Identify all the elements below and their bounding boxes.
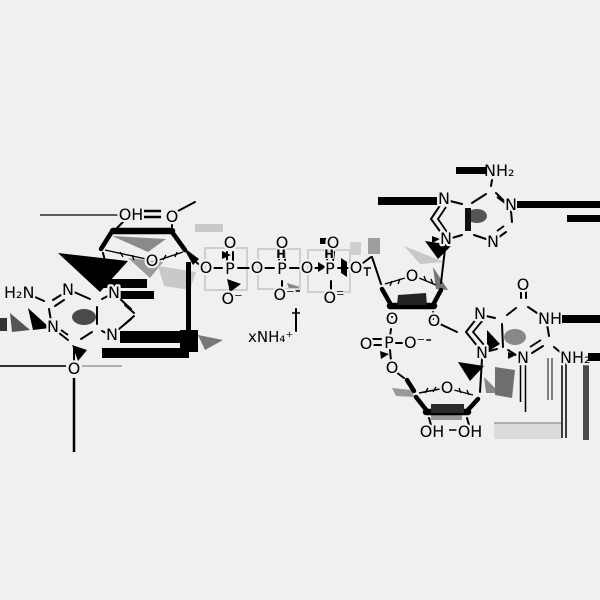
glitch-h-label-p3: H: [324, 247, 334, 261]
atom-label-ade-n9: N: [440, 229, 452, 248]
atom-label-p1-o-minus: O⁻: [221, 289, 242, 308]
atom-label-pd-o-minus: O⁻: [404, 333, 425, 352]
atom-label-gua-nh2: NH₂: [560, 348, 590, 367]
atom-label-p2: P: [277, 259, 287, 278]
atom-label-gua-o6: O: [517, 275, 530, 294]
atom-labels: H₂N N N N N O OH O O O P O O⁻ O P O O⁻ O…: [2, 159, 593, 444]
triphosphate-bonds: [211, 238, 382, 332]
ammonium-counterion-label: xNH₄⁺: [248, 328, 293, 346]
atom-label-guo-ring-o: O: [441, 378, 454, 397]
atom-label-pd-o-bridge: O: [386, 358, 399, 377]
atom-label-h2n: H₂N: [4, 283, 34, 302]
guanine-base-bonds: [464, 290, 561, 356]
atom-label-ado-o2: O: [428, 311, 441, 330]
glitch-artifacts-black: [0, 197, 589, 452]
phosphodiester-bonds: [371, 328, 431, 379]
atom-label-sugl-ring-o: O: [146, 251, 159, 270]
adenosine-ribose-bonds: [379, 248, 458, 333]
atom-label-ade-n7: N: [438, 189, 450, 208]
atom-label-ade-n3: N: [487, 232, 499, 251]
glitch-artifacts-overlay: [456, 167, 600, 361]
atom-label-p3: P: [325, 259, 335, 278]
atom-label-p3-o-top: O: [327, 233, 340, 252]
atom-label-gua-n1h: NH: [538, 309, 562, 328]
glitch-artifacts-gray: [10, 209, 561, 439]
atom-label-sugl-oh: OH: [119, 205, 144, 224]
atom-label-ade-n1: N: [505, 195, 517, 214]
atom-label-p1-o-top: O: [224, 233, 237, 252]
atom-label-gua-n3: N: [517, 348, 529, 367]
atom-label-bridge-o2: O: [251, 258, 264, 277]
atom-label-ade-nh2: NH₂: [484, 161, 514, 180]
atom-label-bridge-o4: O: [350, 258, 363, 277]
atom-label-ado-ring-o: O: [406, 266, 419, 285]
atom-label-gua-n9: N: [476, 343, 488, 362]
atom-label-pd-p: P: [384, 333, 394, 352]
atom-label-guo-oh3: OH: [420, 422, 445, 441]
atom-label-gua-n7: N: [474, 304, 486, 323]
atom-label-m7g-n7: N: [106, 325, 118, 344]
atom-label-p1: P: [225, 259, 235, 278]
atom-label-bridge-o1: O: [200, 258, 213, 277]
atom-label-m7g-n3: N: [62, 280, 74, 299]
atom-label-m7g-n1: N: [47, 317, 59, 336]
atom-label-p3-o-minus: O⁻: [323, 288, 344, 307]
atom-label-guo-oh2: OH: [458, 422, 483, 441]
atom-label-sugl-ome-o: O: [166, 207, 179, 226]
adenine-base-bonds: [429, 179, 513, 240]
atom-label-bridge-o3: O: [301, 258, 314, 277]
atom-label-m7g-o6: O: [68, 359, 81, 378]
m7g-base-bonds: [34, 291, 135, 363]
atom-label-ado-o3: O: [386, 309, 399, 328]
glitch-h-label-p2: H: [276, 247, 286, 261]
atom-label-p2-o-top: O: [276, 233, 289, 252]
atom-label-pd-o-dbl: O: [360, 334, 373, 353]
atom-label-m7g-n9: N: [108, 283, 120, 302]
atom-label-p2-o-minus: O⁻: [273, 285, 294, 304]
guanosine-ribose-bonds: [404, 358, 483, 431]
